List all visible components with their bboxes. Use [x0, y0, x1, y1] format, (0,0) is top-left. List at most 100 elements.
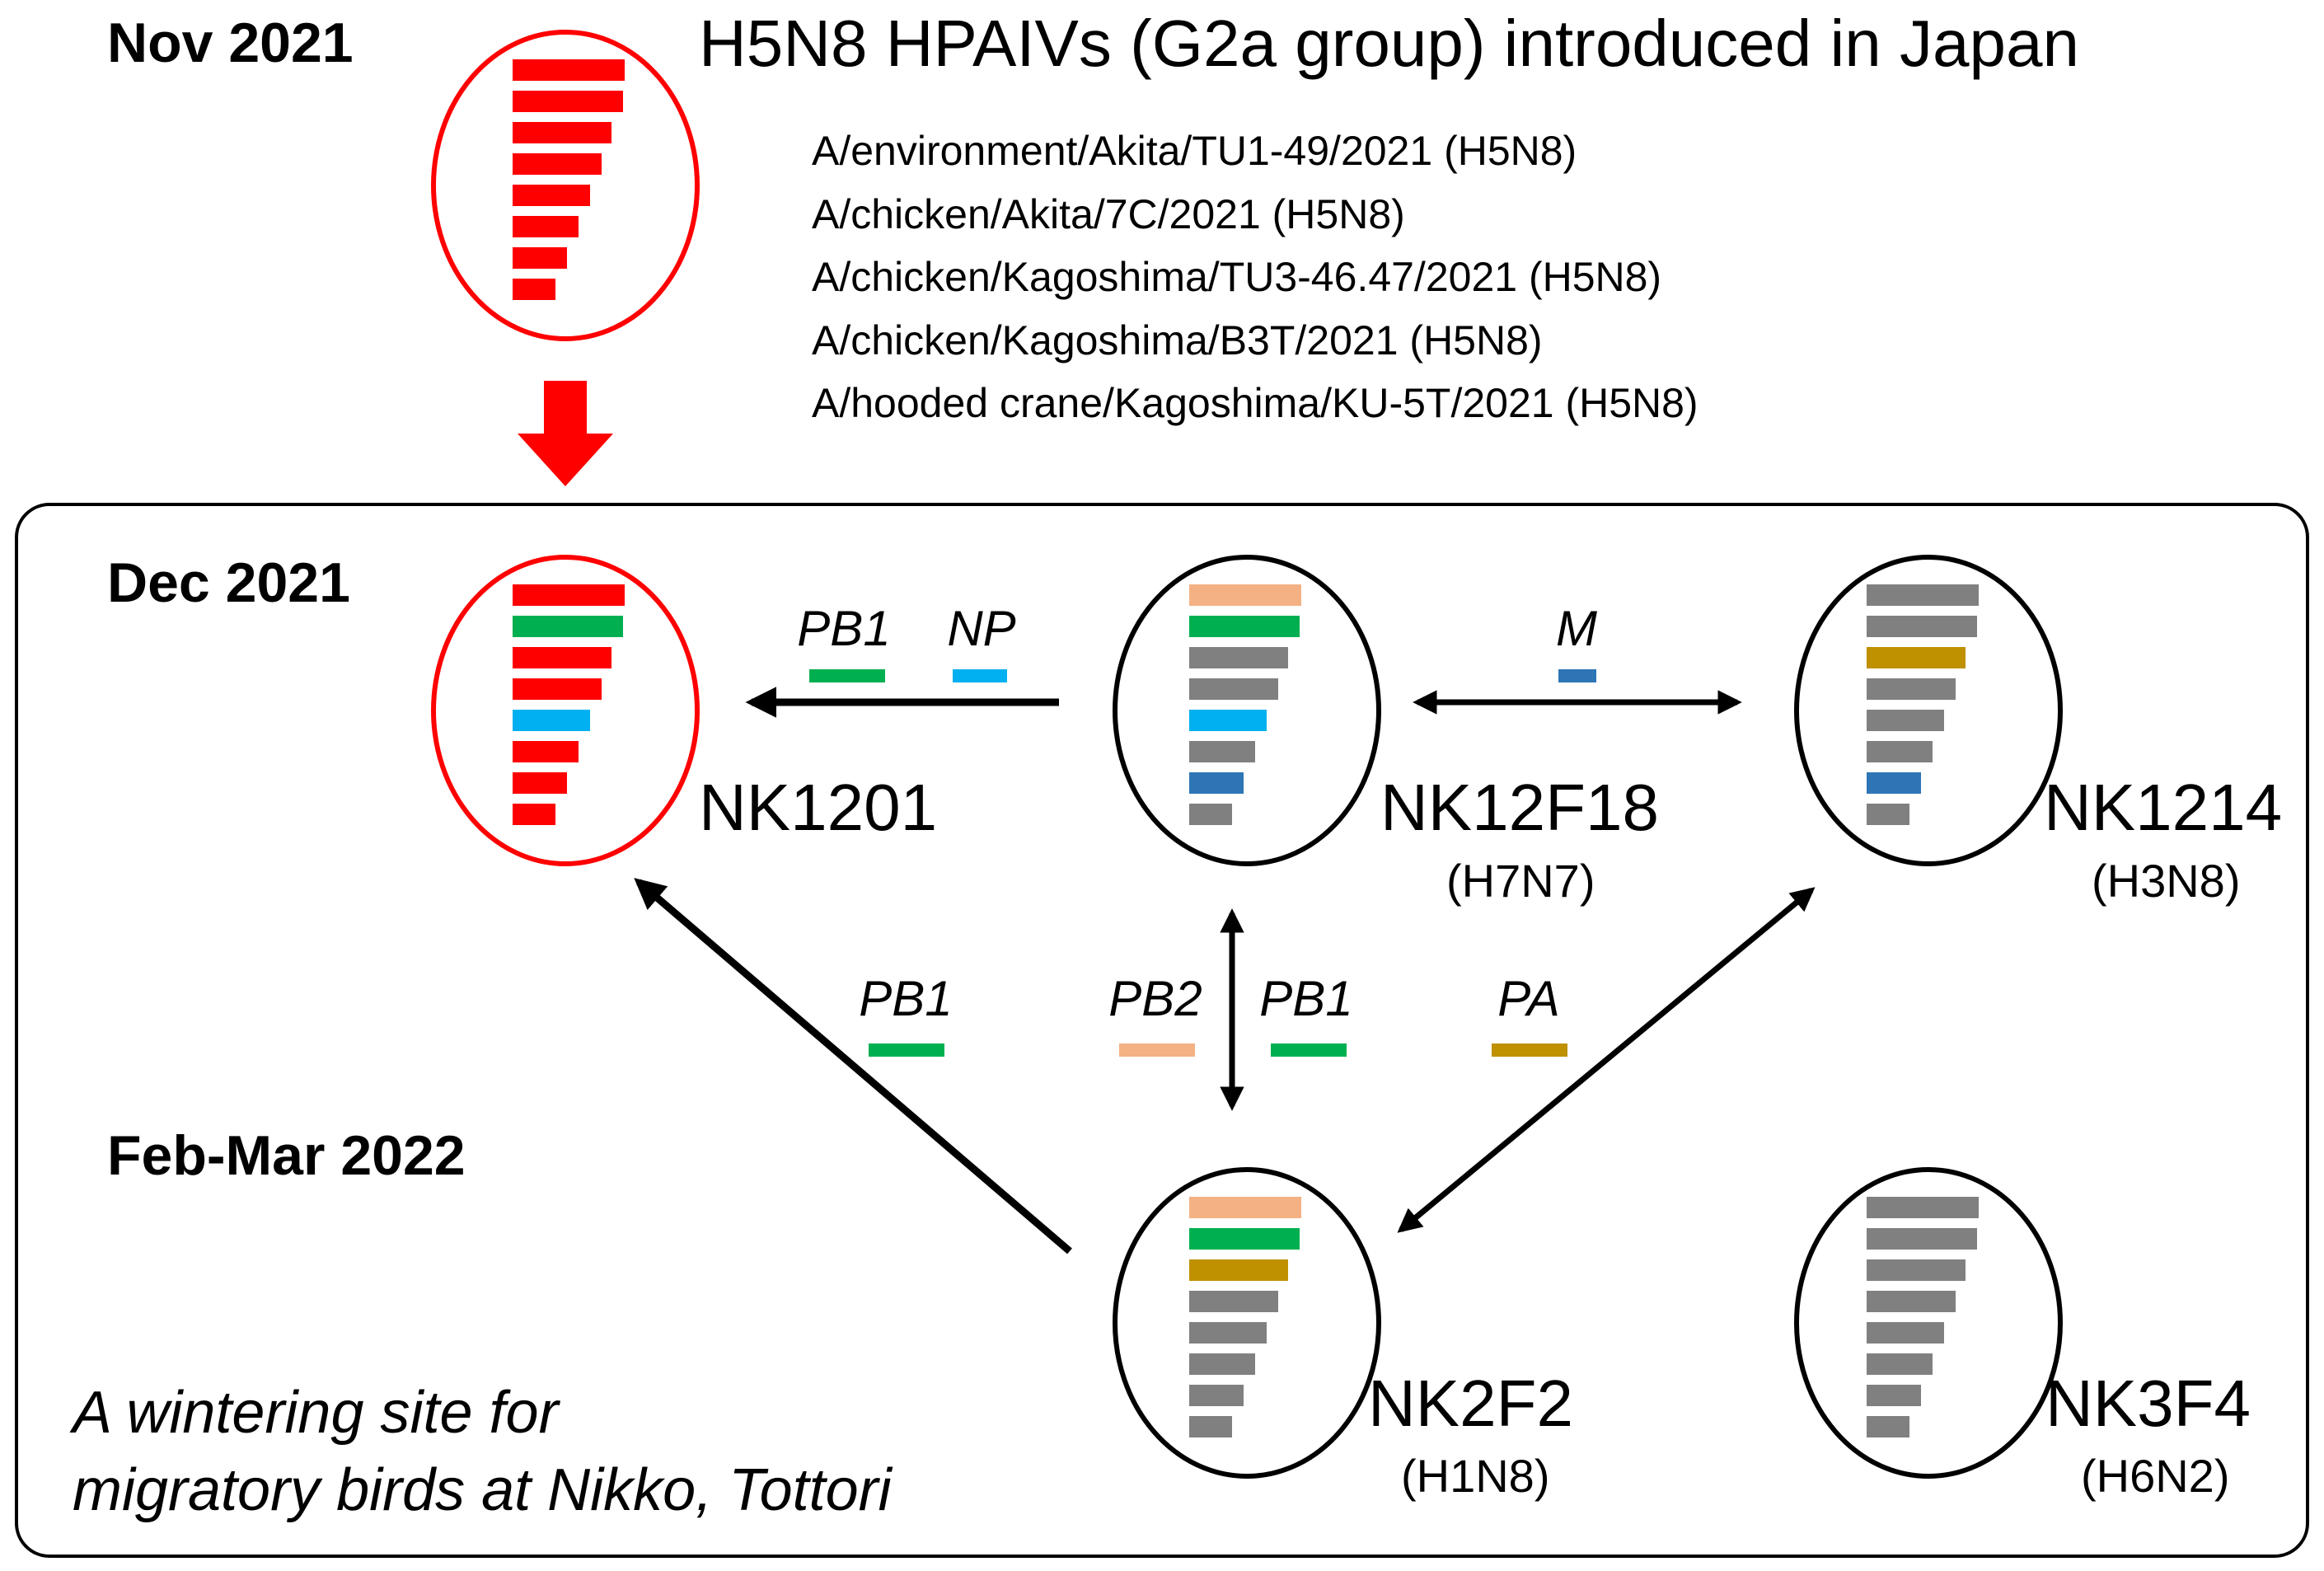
introduced-strain-list: A/environment/Akita/TU1-49/2021 (H5N8) A…	[812, 128, 1698, 426]
nk2f2-virus-ellipse	[1113, 1167, 1381, 1479]
segment-bar-pa	[513, 122, 611, 143]
wintering-site-panel	[15, 503, 2309, 1558]
subtype-nk3f4: (H6N2)	[2081, 1450, 2229, 1502]
introduction-title: H5N8 HPAIVs (G2a group) introduced in Ja…	[699, 7, 2079, 80]
segment-bar-ha	[513, 153, 602, 175]
segment-swatch-pb1	[869, 1043, 944, 1057]
nk1201-virus-ellipse	[431, 555, 700, 866]
segment-label-pa: PA	[1497, 971, 1560, 1026]
segment-swatch-m	[1558, 669, 1596, 682]
segment-bar-pa	[1867, 647, 1966, 668]
subtype-nk2f2: (H1N8)	[1401, 1450, 1549, 1502]
segment-bar-m	[513, 772, 567, 794]
segment-bar-ns	[1189, 804, 1232, 825]
arrow-nk2f2-to-nk1201	[634, 878, 1072, 1254]
segment-bar-pb1	[513, 616, 623, 637]
segment-swatch-pb2	[1119, 1043, 1195, 1057]
segment-bar-ns	[1867, 1416, 1909, 1437]
introduced-strain: A/chicken/Akita/7C/2021 (H5N8)	[812, 191, 1405, 237]
timeline-nov-2021: Nov 2021	[107, 12, 354, 74]
segment-bar-pb2	[513, 584, 625, 606]
segment-bar-pb1	[1189, 616, 1300, 637]
introduced-strain: A/environment/Akita/TU1-49/2021 (H5N8)	[812, 128, 1577, 174]
isolate-name-nk1201: NK1201	[699, 771, 937, 844]
segment-bar-m	[513, 247, 567, 269]
segment-bar-ns	[1867, 804, 1909, 825]
segment-bar-ha	[513, 678, 602, 700]
segment-swatch-pa	[1492, 1043, 1567, 1057]
introduced-strain: A/hooded crane/Kagoshima/KU-5T/2021 (H5N…	[812, 380, 1698, 426]
isolate-name-nk1214: NK1214	[2044, 771, 2282, 844]
nk1201-genome-segments	[513, 584, 625, 825]
segment-bar-pa	[1189, 1259, 1288, 1281]
segment-bar-na	[513, 216, 579, 237]
segment-bar-pb2	[1867, 584, 1979, 606]
segment-swatch-np	[953, 669, 1007, 682]
site-label-line2: migratory birds at Nikko, Tottori	[73, 1457, 893, 1523]
introduction-arrow	[518, 381, 613, 486]
nk1214-virus-ellipse	[1794, 555, 2063, 866]
segment-bar-np	[513, 710, 590, 731]
segment-bar-na	[1867, 741, 1933, 762]
segment-bar-pa	[513, 647, 611, 668]
segment-bar-na	[1189, 1353, 1255, 1375]
introduced-strain: A/chicken/Kagoshima/TU3-46.47/2021 (H5N8…	[812, 254, 1661, 300]
segment-bar-m	[1189, 1385, 1244, 1406]
segment-bar-na	[513, 741, 579, 762]
timeline-dec-2021: Dec 2021	[107, 551, 350, 614]
segment-label-pb1: PB1	[859, 971, 952, 1026]
nk3f4-virus-ellipse	[1794, 1167, 2063, 1479]
segment-bar-pa	[1189, 647, 1288, 668]
segment-bar-ha	[1189, 678, 1278, 700]
isolate-name-nk3f4: NK3F4	[2045, 1367, 2251, 1440]
segment-bar-ns	[1189, 1416, 1232, 1437]
segment-bar-m	[1867, 772, 1921, 794]
segment-bar-ha	[1189, 1291, 1278, 1312]
segment-bar-na	[1867, 1353, 1933, 1375]
segment-bar-pb1	[1867, 616, 1977, 637]
segment-swatch-pb1	[1271, 1043, 1347, 1057]
segment-bar-pb2	[1189, 1197, 1301, 1218]
segment-bar-pb2	[513, 59, 625, 81]
segment-bar-pa	[1867, 1259, 1966, 1281]
segment-bar-np	[1867, 1322, 1944, 1344]
nk2f2-genome-segments	[1189, 1197, 1301, 1437]
segment-bar-pb2	[1867, 1197, 1979, 1218]
introduced-strain: A/chicken/Kagoshima/B3T/2021 (H5N8)	[812, 317, 1543, 363]
isolate-name-nk12f18: NK12F18	[1380, 771, 1659, 844]
segment-label-m: M	[1556, 601, 1597, 656]
nk3f4-genome-segments	[1867, 1197, 1979, 1437]
segment-bar-pb1	[513, 91, 623, 112]
segment-bar-np	[513, 185, 590, 206]
segment-bar-na	[1189, 741, 1255, 762]
nk1214-genome-segments	[1867, 584, 1979, 825]
segment-bar-pb1	[1189, 1228, 1300, 1250]
segment-bar-np	[1189, 1322, 1267, 1344]
arrow-nk2f2-nk1214	[1397, 887, 1816, 1233]
subtype-nk1214: (H3N8)	[2092, 855, 2240, 907]
segment-bar-ns	[513, 279, 555, 300]
segment-bar-ns	[513, 804, 555, 825]
segment-bar-pb2	[1189, 584, 1301, 606]
segment-bar-ha	[1867, 678, 1956, 700]
subtype-nk12f18: (H7N7)	[1446, 855, 1595, 907]
segment-bar-np	[1867, 710, 1944, 731]
g2a-virus-ellipse	[431, 30, 700, 341]
segment-bar-pb1	[1867, 1228, 1977, 1250]
segment-swatch-pb1	[809, 669, 885, 682]
g2a-genome-segments	[513, 59, 625, 300]
isolate-name-nk2f2: NK2F2	[1368, 1367, 1573, 1440]
segment-bar-m	[1867, 1385, 1921, 1406]
segment-label-pb2: PB2	[1108, 971, 1202, 1026]
segment-label-pb1: PB1	[797, 601, 890, 656]
nk12f18-genome-segments	[1189, 584, 1301, 825]
segment-label-np: NP	[947, 601, 1015, 656]
segment-bar-m	[1189, 772, 1244, 794]
segment-bar-ha	[1867, 1291, 1956, 1312]
timeline-feb-mar-2022: Feb-Mar 2022	[107, 1124, 466, 1187]
nk12f18-virus-ellipse	[1113, 555, 1381, 866]
segment-label-pb1: PB1	[1259, 971, 1352, 1026]
site-label-line1: A wintering site for	[69, 1380, 561, 1446]
segment-bar-np	[1189, 710, 1267, 731]
